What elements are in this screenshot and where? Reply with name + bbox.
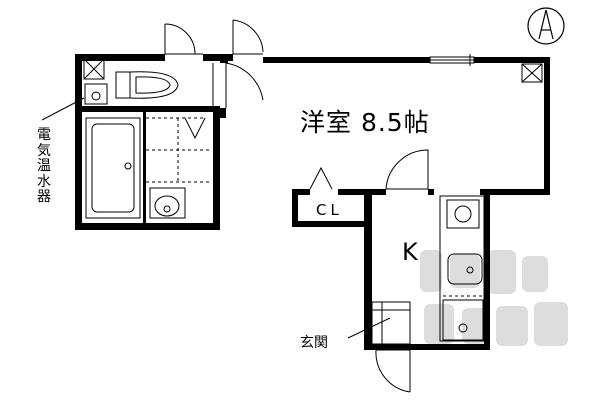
north-arrow-icon [527,7,565,45]
bathtub [85,117,141,219]
washer-space [442,299,484,341]
window [429,54,475,66]
agency-logo-watermark [420,250,568,346]
fixtures [83,58,543,345]
walls [75,54,550,350]
closet-label: CL [316,201,343,219]
wash-basin [149,187,186,219]
leader-lines [41,97,391,339]
toilet [115,71,131,99]
entrance-label: 玄関 [300,335,328,351]
sink [447,253,483,285]
western-room-label: 洋室 8.5帖 [300,108,430,137]
entrance-box [371,301,411,345]
kitchen-counter [439,195,485,342]
kitchen-label: K [402,238,418,266]
water-heater-box [83,58,105,80]
stove [446,199,480,229]
water-heater-label: 電気温水器 [37,127,51,205]
doors [164,19,429,393]
